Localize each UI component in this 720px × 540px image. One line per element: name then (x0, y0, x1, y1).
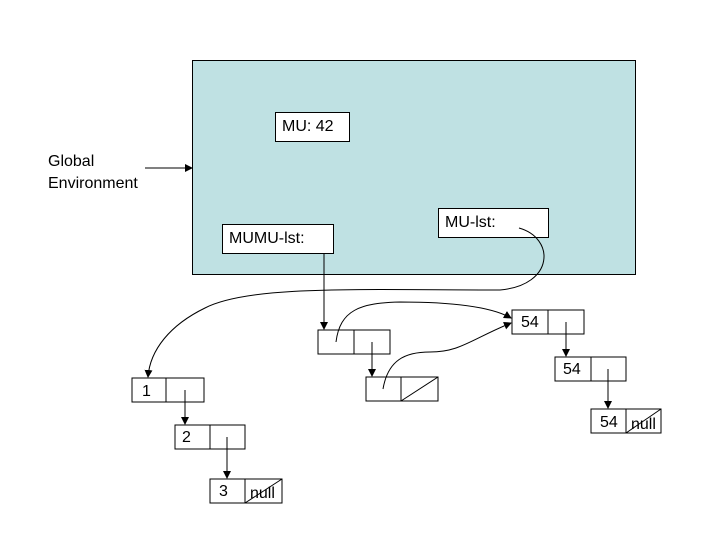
cons-cell-1: 1 (131, 377, 205, 403)
mu-cell-2-car: 54 (563, 361, 581, 378)
mumu-cell-1 (317, 329, 391, 355)
cell-2-car: 2 (182, 429, 191, 446)
cell-1-car: 1 (142, 383, 151, 400)
cell-3-car: 3 (219, 483, 228, 500)
cell-3-null: null (250, 485, 275, 502)
mu-cell-3: 54 null (590, 408, 662, 434)
mu-cell-1-car: 54 (521, 314, 539, 331)
mu-cell-2: 54 (554, 356, 627, 382)
mu-lst-binding: MU-lst: (438, 208, 549, 238)
cons-cell-3: 3 null (209, 478, 283, 504)
mumu-lst-binding: MUMU-lst: (222, 224, 334, 254)
mu-binding: MU: 42 (275, 112, 350, 142)
mumu-cell-1-car-arrow (335, 301, 512, 343)
mu-lst-pointer (144, 227, 545, 378)
mumu-cell-2 (365, 376, 439, 402)
cons-cell-2: 2 (174, 424, 246, 450)
mu-cell-3-car: 54 (600, 414, 618, 431)
global-environment-label: Global Environment (48, 153, 138, 192)
mu-cell-3-null: null (631, 416, 656, 433)
mumu-cell-2-car-arrow (382, 321, 512, 390)
mu-cell-1: 54 (511, 309, 585, 335)
